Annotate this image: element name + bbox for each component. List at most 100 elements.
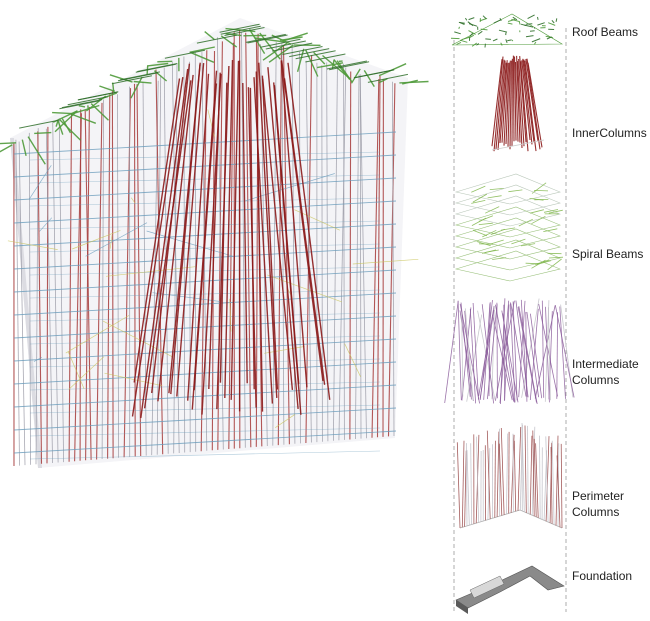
model-inner-column bbox=[253, 77, 274, 404]
model-roof-beam bbox=[304, 49, 319, 77]
model-inner-column bbox=[267, 67, 299, 409]
model-roof-beam bbox=[0, 142, 17, 145]
model-roof-beam bbox=[119, 71, 160, 81]
model-roof-beam bbox=[316, 62, 344, 69]
label-foundation: Foundation bbox=[572, 568, 632, 584]
spiral-beam bbox=[543, 209, 559, 213]
perimeter-column bbox=[556, 455, 561, 528]
model-column bbox=[391, 81, 395, 437]
inner-column bbox=[509, 60, 512, 150]
model-inner-column bbox=[261, 75, 279, 390]
model-spiral-beam bbox=[33, 356, 42, 362]
model-spiral-beam bbox=[264, 346, 305, 354]
model-column bbox=[46, 126, 49, 464]
intermediate-column bbox=[479, 309, 495, 399]
roof-beam bbox=[525, 35, 534, 38]
model-inner-column bbox=[219, 82, 228, 383]
model-roof-beam bbox=[87, 105, 90, 110]
perimeter-column bbox=[527, 425, 529, 514]
roof-beam bbox=[546, 36, 552, 40]
model-column bbox=[355, 74, 360, 440]
perimeter-column bbox=[533, 438, 537, 517]
model-spiral-beam bbox=[102, 320, 173, 358]
roof-beam bbox=[468, 30, 476, 35]
model-roof-beam bbox=[378, 77, 388, 84]
model-roof-beam bbox=[333, 59, 351, 80]
model-roof-beam bbox=[164, 49, 205, 59]
model-floor-beam bbox=[29, 151, 381, 161]
model-roof-beam bbox=[196, 34, 237, 44]
model-column bbox=[277, 46, 282, 446]
model-inner-column bbox=[140, 68, 189, 419]
spiral-beam bbox=[529, 198, 544, 201]
model-floor-beam bbox=[29, 404, 381, 414]
roof-beam bbox=[533, 27, 536, 29]
label-spiral-beams: Spiral Beams bbox=[572, 246, 643, 262]
model-column bbox=[85, 106, 90, 461]
model-floor-beam bbox=[29, 381, 381, 391]
model-column bbox=[241, 32, 246, 448]
model-roof-beam bbox=[305, 53, 346, 63]
roof-beam bbox=[527, 14, 535, 20]
roof-beam bbox=[468, 23, 478, 27]
inner-column bbox=[518, 58, 525, 147]
model-inner-column bbox=[168, 64, 201, 394]
intermediate-column bbox=[530, 313, 543, 399]
model-column bbox=[155, 69, 164, 455]
model-roof-beam bbox=[70, 104, 100, 115]
label-perimeter-columns: Perimeter Columns bbox=[572, 488, 624, 520]
model-roof-beam bbox=[61, 99, 102, 109]
spiral-beam bbox=[485, 206, 500, 214]
spiral-beam bbox=[478, 222, 493, 225]
model-floor-beam bbox=[13, 154, 397, 178]
model-roof-beam bbox=[59, 100, 100, 110]
inner-column bbox=[501, 60, 508, 143]
intermediate-column bbox=[554, 305, 575, 398]
model-column bbox=[228, 42, 234, 450]
model-roof-beam bbox=[67, 96, 108, 106]
perimeter-base bbox=[519, 509, 563, 529]
model-spiral-beam bbox=[72, 230, 121, 250]
roof-beam bbox=[469, 32, 474, 37]
intermediate-column bbox=[548, 307, 551, 401]
model-spiral-beam bbox=[130, 197, 136, 204]
roof-beam bbox=[461, 36, 471, 41]
spiral-beam bbox=[508, 189, 523, 193]
inner-column bbox=[499, 62, 507, 144]
model-floor-beam bbox=[29, 312, 381, 322]
model-column bbox=[189, 61, 191, 453]
perimeter-columns-icon bbox=[456, 422, 563, 529]
model-inner-column bbox=[208, 72, 221, 390]
perimeter-base bbox=[459, 509, 521, 529]
roof-beam bbox=[555, 18, 558, 22]
model-inner-column bbox=[151, 63, 191, 394]
model-inner-column bbox=[247, 87, 257, 408]
model-inner-column bbox=[193, 83, 218, 391]
model-roof-beam bbox=[55, 120, 59, 127]
model-inner-column bbox=[131, 76, 184, 417]
spiral-beam bbox=[531, 215, 546, 225]
model-floor-beam bbox=[13, 269, 397, 293]
roof-beam bbox=[531, 38, 541, 43]
intermediate-column bbox=[481, 304, 494, 404]
model-roof-beam bbox=[21, 139, 27, 156]
perimeter-column bbox=[513, 440, 517, 512]
model-column bbox=[45, 128, 53, 464]
inner-base bbox=[491, 139, 545, 151]
inner-column bbox=[520, 61, 529, 152]
model-column bbox=[111, 91, 114, 459]
intermediate-column bbox=[469, 308, 476, 404]
roof-beam bbox=[500, 42, 503, 46]
model-column bbox=[349, 71, 352, 440]
label-perimeter-line-2: Columns bbox=[572, 505, 620, 519]
spiral-beam bbox=[501, 227, 516, 231]
model-roof-beam bbox=[245, 33, 286, 43]
intermediate-column bbox=[464, 310, 472, 400]
roof-beam bbox=[545, 35, 554, 39]
model-inner-column bbox=[258, 62, 278, 398]
roof-beam bbox=[454, 31, 461, 35]
model-column bbox=[52, 121, 59, 463]
spiral-floor-ring bbox=[454, 228, 561, 260]
intermediate-column bbox=[459, 303, 480, 404]
label-intermediate-columns: Intermediate Columns bbox=[572, 356, 639, 388]
